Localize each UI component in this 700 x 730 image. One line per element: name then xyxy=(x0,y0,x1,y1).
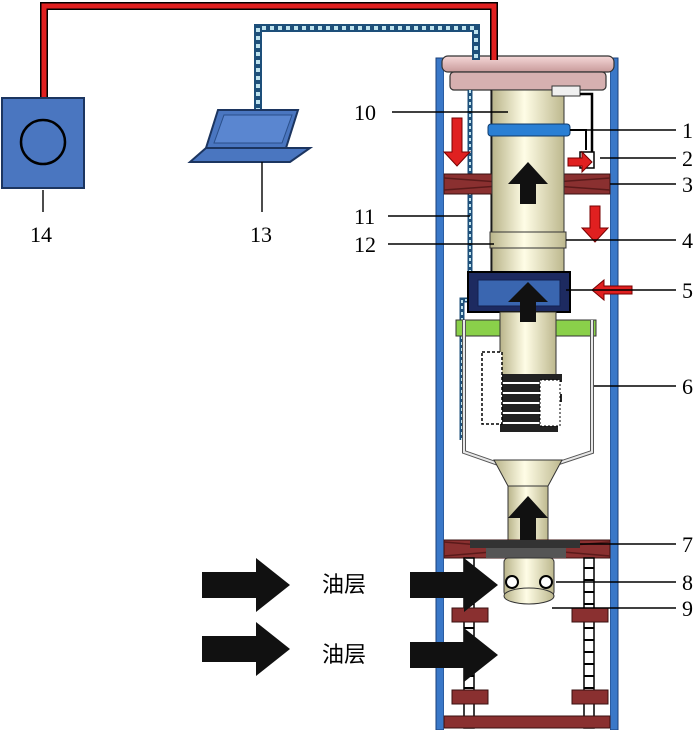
tool-shaft-upper xyxy=(487,85,595,277)
laptop-13 xyxy=(187,109,314,163)
label-8: 8 xyxy=(682,570,693,595)
perforation-head-8 xyxy=(503,557,555,605)
label-2: 2 xyxy=(682,146,693,171)
label-9: 9 xyxy=(682,596,693,621)
top-cap xyxy=(441,55,615,91)
label-7: 7 xyxy=(682,532,693,557)
label-6: 6 xyxy=(682,374,693,399)
label-3: 3 xyxy=(682,172,693,197)
label-11: 11 xyxy=(354,204,375,229)
label-5: 5 xyxy=(682,278,693,303)
oil-layer-arrows xyxy=(202,558,498,682)
packer-7 xyxy=(443,539,611,559)
tool-shaft-middle xyxy=(481,311,562,432)
label-4: 4 xyxy=(682,228,693,253)
label-13: 13 xyxy=(250,222,272,247)
leader-lines xyxy=(42,111,676,609)
label-1: 1 xyxy=(682,118,693,143)
oil-layer-label-1: 油层 xyxy=(322,573,366,598)
label-14: 14 xyxy=(30,222,52,247)
oil-layer-label-2: 油层 xyxy=(322,643,366,668)
label-12: 12 xyxy=(354,232,376,257)
surface-unit-14 xyxy=(1,97,85,189)
flow-arrows-up xyxy=(508,162,548,540)
label-10: 10 xyxy=(354,100,376,125)
